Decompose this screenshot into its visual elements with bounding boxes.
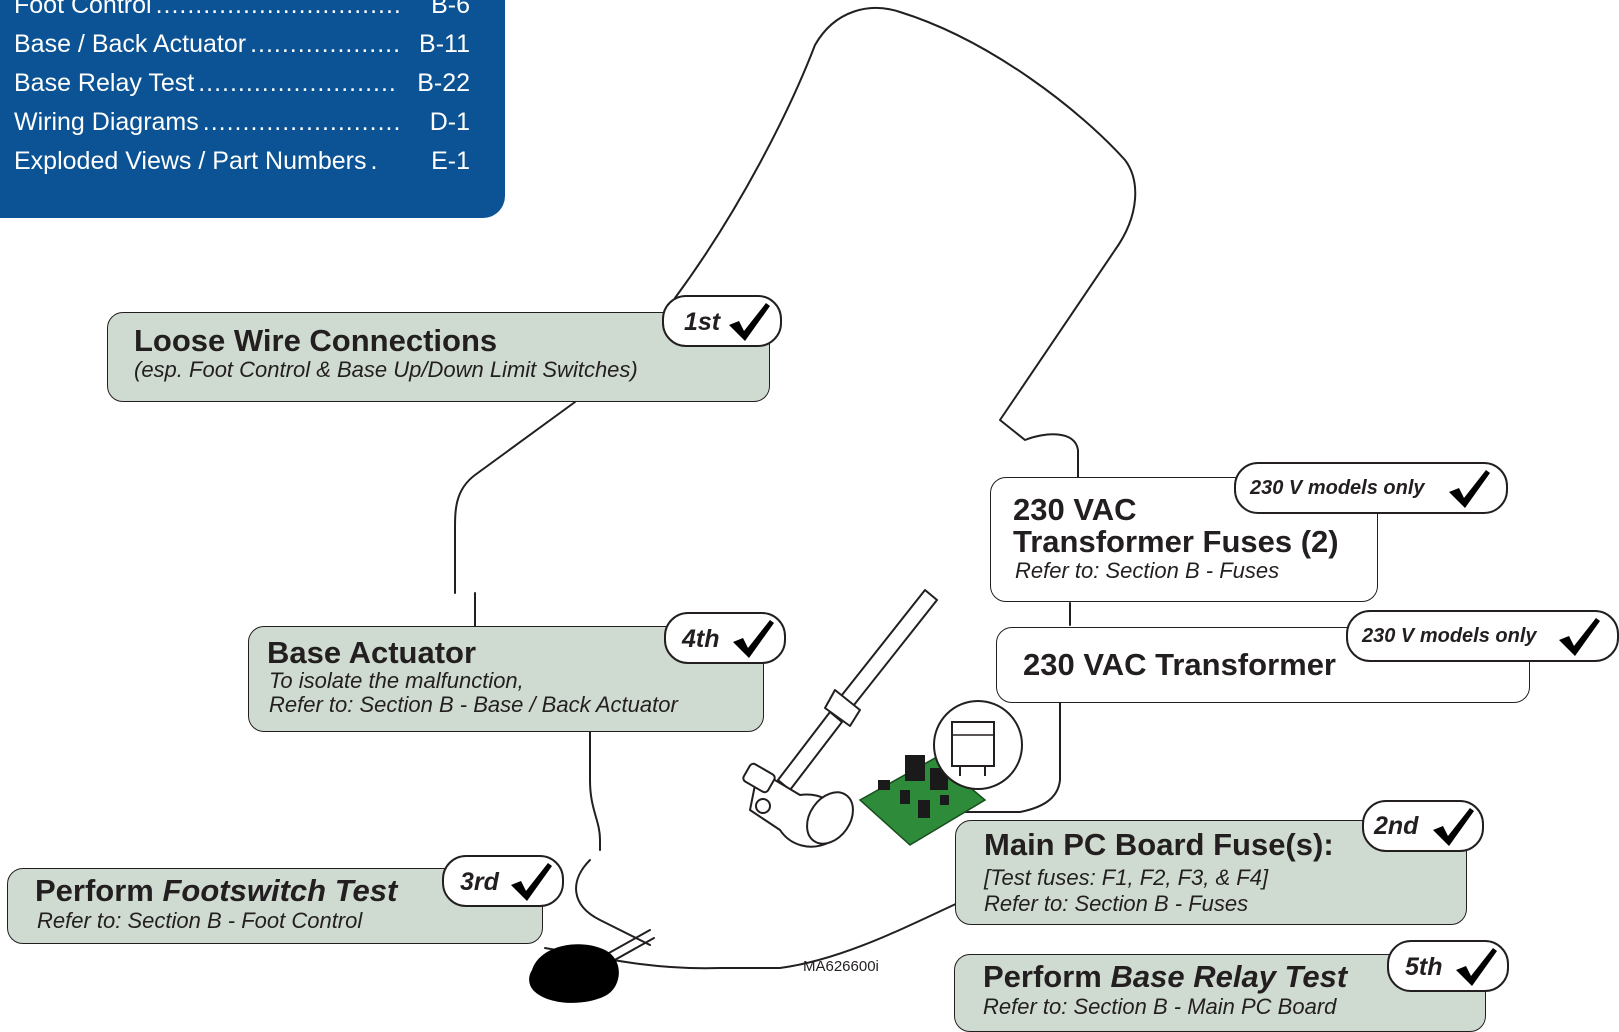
step-label: 2nd — [1374, 812, 1419, 840]
callout-title: Transformer Fuses (2) — [1013, 524, 1339, 559]
callout-loose-wire: Loose Wire Connections (esp. Foot Contro… — [107, 312, 770, 402]
callout-subtitle: Refer to: Section B - Fuses — [984, 891, 1249, 916]
badge-label: 230 V models only — [1250, 477, 1425, 499]
badge-label: 230 V models only — [1362, 625, 1537, 647]
checkmark-icon — [729, 303, 770, 341]
checkmark-icon — [733, 620, 774, 658]
toc-item-leader: ......................... — [202, 108, 402, 136]
toc-item-page: B-22 — [417, 69, 470, 97]
callout-subtitle: Refer to: Section B - Base / Back Actuat… — [269, 692, 678, 717]
callout-title-italic: Footswitch Test — [162, 873, 398, 908]
callout-title: Loose Wire Connections — [134, 323, 498, 358]
toc-item[interactable]: Base Relay Test ........................… — [14, 69, 470, 99]
step-label: 3rd — [460, 868, 499, 896]
callout-title: Base Actuator — [267, 635, 477, 670]
toc-item-leader: ............................... — [155, 0, 402, 19]
toc-item-leader: ................... — [250, 30, 402, 58]
checkmark-icon — [511, 863, 552, 901]
toc-panel: Foot Control ...........................… — [0, 0, 505, 218]
callout-subtitle: To isolate the malfunction, — [269, 668, 524, 693]
step-badge-3rd: 3rd — [442, 855, 564, 907]
callout-subtitle: Refer to: Section B - Main PC Board — [983, 994, 1337, 1019]
callout-title: 230 VAC Transformer — [1023, 647, 1336, 682]
foot-control-pedal — [529, 944, 619, 1003]
toc-item-page: B-6 — [431, 0, 470, 19]
toc-item[interactable]: Exploded Views / Part Numbers . E-1 — [14, 147, 470, 177]
chair-seat-outline — [454, 401, 576, 594]
step-label: 5th — [1405, 953, 1443, 981]
transformer-illustration — [933, 700, 1023, 790]
badge-230v-models-only: 230 V models only — [1346, 610, 1619, 662]
badge-230v-models-only: 230 V models only — [1234, 462, 1508, 514]
chair-base-outline — [589, 727, 601, 851]
toc-item-page: B-11 — [419, 30, 470, 58]
callout-title: Main PC Board Fuse(s): — [984, 827, 1334, 862]
figure-id: MA626600i — [803, 958, 879, 975]
chair-base-left-outline — [575, 859, 651, 946]
toc-item-page: E-1 — [431, 147, 470, 175]
step-label: 1st — [684, 308, 721, 336]
callout-title: Perform Base Relay Test — [983, 959, 1347, 995]
callout-subtitle: [Test fuses: F1, F2, F3, & F4] — [984, 865, 1269, 890]
toc-item-leader: . — [370, 147, 379, 175]
checkmark-icon — [1559, 618, 1600, 656]
callout-title-plain: Perform — [983, 959, 1102, 994]
callout-subtitle: Refer to: Section B - Foot Control — [37, 908, 363, 933]
step-badge-4th: 4th — [664, 612, 786, 664]
toc-item-title: Exploded Views / Part Numbers — [14, 147, 367, 175]
toc-item-title: Base / Back Actuator — [14, 30, 247, 58]
callout-title-italic: Base Relay Test — [1110, 959, 1348, 994]
callout-title: Perform Footswitch Test — [35, 873, 397, 909]
toc-item[interactable]: Wiring Diagrams ........................… — [14, 108, 470, 138]
toc-item-leader: ......................... — [198, 69, 397, 97]
toc-item-title: Base Relay Test — [14, 69, 195, 97]
toc-item-page: D-1 — [429, 108, 470, 136]
toc-item-title: Foot Control — [14, 0, 152, 19]
callout-main-pc-board-fuses: Main PC Board Fuse(s): [Test fuses: F1, … — [955, 820, 1467, 925]
callout-title: 230 VAC — [1013, 492, 1137, 527]
checkmark-icon — [1449, 470, 1490, 508]
callout-subtitle: (esp. Foot Control & Base Up/Down Limit … — [134, 357, 638, 382]
step-label: 4th — [682, 625, 720, 653]
toc-item-title: Wiring Diagrams — [14, 108, 199, 136]
toc-item[interactable]: Base / Back Actuator ...................… — [14, 30, 470, 60]
step-badge-1st: 1st — [662, 295, 782, 347]
toc-item[interactable]: Foot Control ...........................… — [14, 0, 470, 21]
step-badge-5th: 5th — [1387, 940, 1509, 992]
callout-subtitle: Refer to: Section B - Fuses — [1015, 558, 1280, 583]
callout-title-plain: Perform — [35, 873, 154, 908]
chair-back-lower-outline-2 — [959, 699, 1061, 813]
base-actuator-illustration — [742, 589, 938, 848]
step-badge-2nd: 2nd — [1362, 800, 1484, 852]
checkmark-icon — [1433, 808, 1474, 846]
checkmark-icon — [1456, 948, 1497, 986]
chair-back-outline — [674, 7, 1137, 487]
